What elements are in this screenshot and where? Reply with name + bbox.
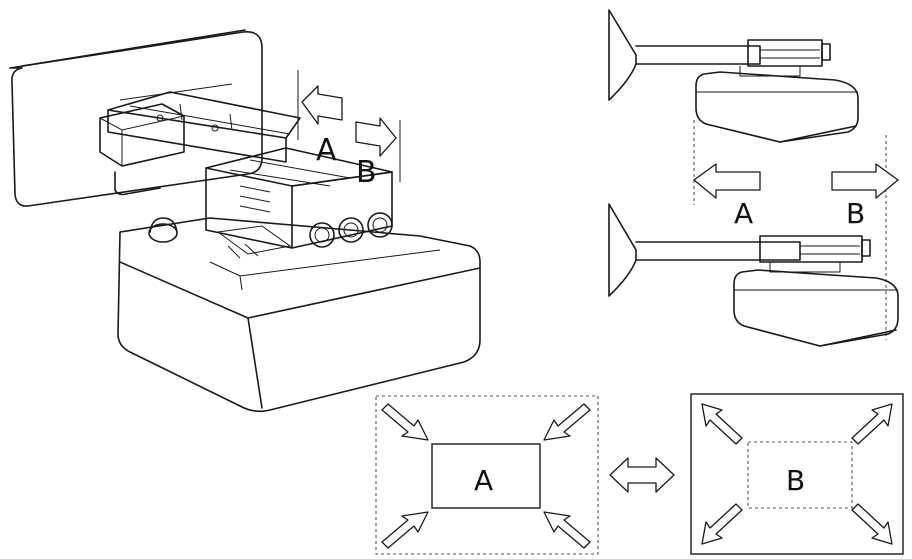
mount-label-a: A [316,133,337,168]
arrow-outward-bottom-left [701,503,743,545]
arrow-left-a [301,85,343,125]
arrow-outward-bottom-right [851,503,893,545]
image-label-b: B [786,464,805,497]
side-arrow-right-b [831,163,899,199]
projector-lens [148,223,178,243]
arrow-outward-top-left [701,403,743,445]
arrow-outward-top-right [851,403,893,445]
side-direction-indicator: A B [693,120,899,340]
arrow-inward-bottom-left [381,511,429,549]
image-size-panel-a: A [375,395,599,555]
image-label-a: A [474,464,493,497]
arrow-inward-top-left [381,403,429,441]
projector-mount-illustration: A B [9,29,481,413]
side-arrow-left-a [693,163,761,199]
image-frame-a [431,443,541,509]
arrow-right-b [355,117,397,157]
arrow-inward-top-right [543,403,591,441]
double-arrow-icon [609,457,675,493]
mount-label-b: B [356,155,377,190]
side-view-retracted [608,9,859,143]
extension-arm [107,91,301,163]
side-label-a: A [734,197,753,230]
adjust-knob-1 [309,222,335,248]
arrow-inward-bottom-right [543,511,591,549]
image-frame-b [747,441,853,509]
projector-body [117,217,481,413]
mount-direction-indicator: A B [297,70,401,190]
image-size-panel-b: B [690,393,904,555]
side-label-b: B [846,197,865,230]
adjust-knob-3 [367,212,393,238]
side-view-extended [608,203,899,347]
adjust-knob-2 [338,217,364,243]
wall-plate [9,29,263,207]
